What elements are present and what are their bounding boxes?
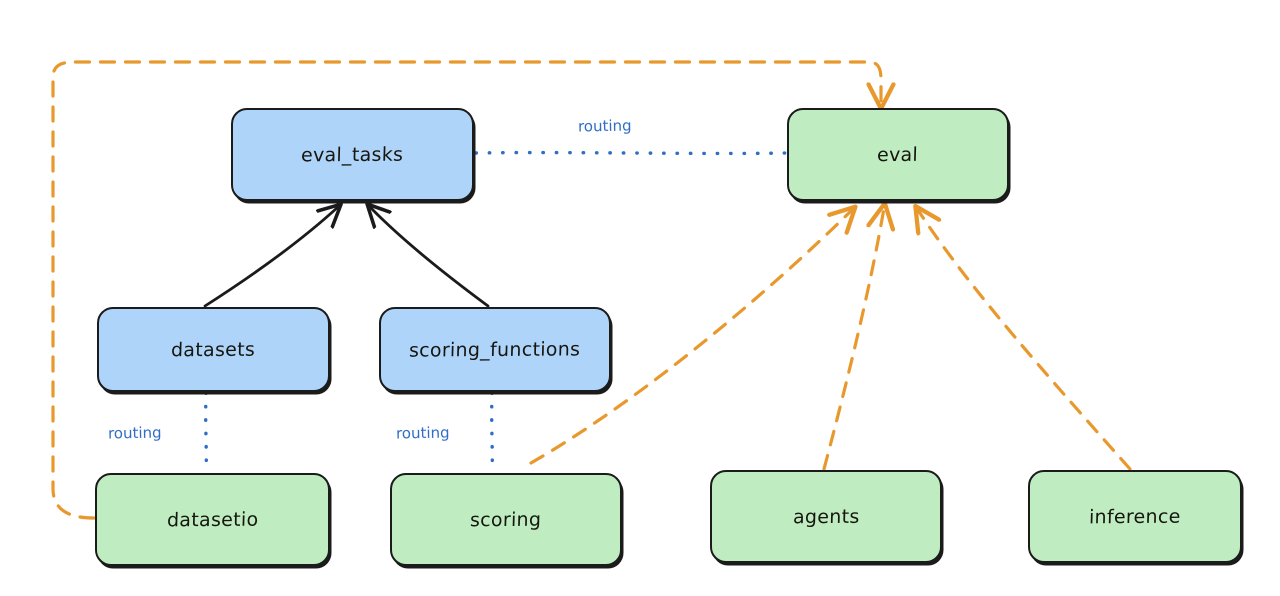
node-label: eval [877, 143, 919, 166]
edge-datasets-datasetio [204, 391, 208, 474]
edge-scoring_functions-scoring [490, 391, 494, 474]
node-label: datasets [171, 338, 256, 361]
edge-inference-eval [918, 210, 1132, 471]
node-inference[interactable]: inference [1028, 470, 1242, 563]
edge-label-routing-eval-tasks-eval: routing [577, 116, 632, 136]
node-eval-tasks[interactable]: eval_tasks [231, 108, 474, 201]
node-scoring[interactable]: scoring [390, 473, 622, 566]
node-scoring-functions[interactable]: scoring_functions [379, 307, 611, 392]
node-datasetio[interactable]: datasetio [95, 473, 330, 566]
node-label: datasetio [166, 508, 259, 531]
node-label: agents [792, 505, 860, 528]
edge-agents-eval [822, 208, 884, 471]
node-label: eval_tasks [301, 143, 404, 166]
node-agents[interactable]: agents [710, 470, 942, 563]
node-eval[interactable]: eval [787, 108, 1009, 201]
node-label: scoring_functions [409, 337, 581, 362]
node-label: scoring [470, 508, 542, 531]
edge-label-routing-datasets-datasetio: routing [107, 423, 162, 443]
edge-eval_tasks-eval [474, 150, 788, 156]
node-datasets[interactable]: datasets [97, 307, 330, 392]
node-label: inference [1088, 505, 1182, 528]
edge-datasets-eval_tasks [203, 207, 338, 308]
edge-scoring_functions-eval_tasks [370, 207, 490, 308]
edge-label-routing-scoring-functions-scoring: routing [395, 423, 450, 443]
